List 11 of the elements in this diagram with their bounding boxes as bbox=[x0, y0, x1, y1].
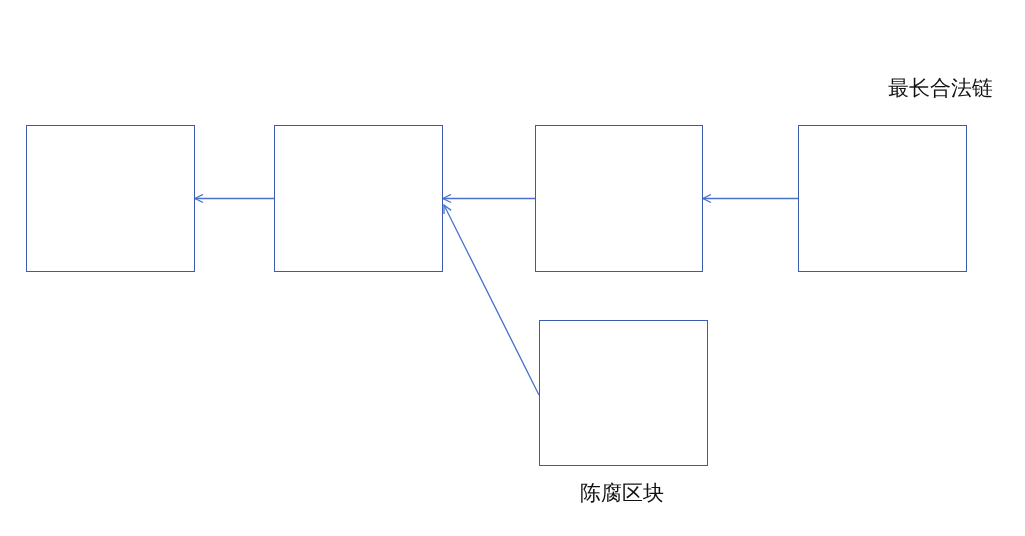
block-caption: 陈腐区块 bbox=[580, 480, 664, 507]
arrow bbox=[442, 193, 536, 204]
block-box bbox=[539, 320, 708, 466]
arrow bbox=[702, 193, 799, 204]
block-caption: 最长合法链 bbox=[888, 75, 993, 102]
arrow bbox=[194, 193, 275, 204]
arrow bbox=[443, 204, 540, 396]
block-box bbox=[26, 125, 195, 272]
block-box bbox=[535, 125, 703, 272]
block-box bbox=[274, 125, 443, 272]
block-box bbox=[798, 125, 967, 272]
